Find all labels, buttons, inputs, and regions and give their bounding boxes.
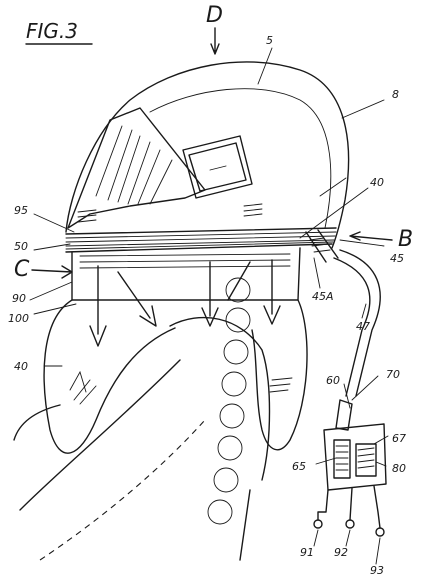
band-mid xyxy=(65,243,333,253)
neck-outline xyxy=(169,316,271,481)
label-90: 90 xyxy=(12,292,26,305)
label-40-left: 40 xyxy=(14,360,28,373)
valve-70 xyxy=(335,399,353,431)
visor-shading xyxy=(95,125,173,205)
unit-part-65 xyxy=(333,439,351,479)
helmet-shell xyxy=(65,61,350,249)
air-arrow-3-icon xyxy=(201,261,219,327)
figure-title: FIG.3 xyxy=(26,19,78,43)
label-5: 5 xyxy=(266,34,273,47)
arrow-D-icon xyxy=(210,27,220,55)
label-93: 93 xyxy=(370,564,384,577)
vent-front xyxy=(77,209,97,223)
label-70: 70 xyxy=(386,368,400,381)
band-hatch xyxy=(65,231,337,250)
unit-part-80 xyxy=(355,443,377,477)
body-dashed xyxy=(39,419,206,561)
label-50: 50 xyxy=(14,240,28,253)
arrow-B-icon xyxy=(349,231,393,241)
hose-47 xyxy=(339,249,381,397)
label-47: 47 xyxy=(356,320,370,333)
visor-window-mark xyxy=(209,165,227,171)
spine-vertebrae xyxy=(207,277,251,525)
label-67: 67 xyxy=(392,432,406,445)
neck-lower xyxy=(239,489,251,561)
label-45: 45 xyxy=(390,252,404,265)
label-45A: 45A xyxy=(312,290,334,303)
arrow-C-icon xyxy=(31,265,73,279)
air-arrow-1-icon xyxy=(89,265,107,347)
label-91: 91 xyxy=(300,546,314,559)
air-arrow-5-icon xyxy=(227,261,251,301)
label-C: C xyxy=(14,257,30,282)
air-arrow-2-icon xyxy=(117,271,157,327)
visor-window xyxy=(182,135,253,199)
shoulder-pad-left xyxy=(43,299,176,454)
unit-hatch-65 xyxy=(335,445,349,471)
label-80: 80 xyxy=(392,462,406,475)
label-92: 92 xyxy=(334,546,348,559)
label-95: 95 xyxy=(14,204,28,217)
lower-block-hatch xyxy=(79,253,291,269)
shoulder-hatch-left xyxy=(69,370,97,405)
terminal-92 xyxy=(345,519,355,529)
label-8: 8 xyxy=(392,88,399,101)
body-outline xyxy=(19,359,181,511)
label-B: B xyxy=(398,227,413,252)
wire-91 xyxy=(317,489,329,521)
helmet-inner-liner xyxy=(149,88,332,229)
wire-92 xyxy=(349,487,353,521)
control-unit xyxy=(323,423,387,491)
band-top xyxy=(65,227,337,235)
hose-47-inner xyxy=(333,257,371,397)
vent-side xyxy=(243,203,263,217)
connector-hatch xyxy=(309,237,331,253)
terminal-93 xyxy=(375,527,385,537)
lower-block xyxy=(71,247,301,301)
shoulder-hatch-right xyxy=(269,377,293,393)
unit-hatch-80 xyxy=(357,447,375,469)
label-D: D xyxy=(206,3,223,28)
label-40-top: 40 xyxy=(370,176,384,189)
terminal-leaders xyxy=(313,529,381,565)
shoulder-pad-right xyxy=(251,299,308,451)
wire-93 xyxy=(373,485,381,529)
leader-lines xyxy=(29,47,389,467)
air-arrow-4-icon xyxy=(263,259,281,325)
visor xyxy=(67,107,206,229)
terminal-91 xyxy=(313,519,323,529)
visor-window-inner xyxy=(188,142,247,192)
label-100: 100 xyxy=(8,312,29,325)
label-60: 60 xyxy=(326,374,340,387)
body-left-edge xyxy=(13,404,61,441)
label-65: 65 xyxy=(292,460,306,473)
